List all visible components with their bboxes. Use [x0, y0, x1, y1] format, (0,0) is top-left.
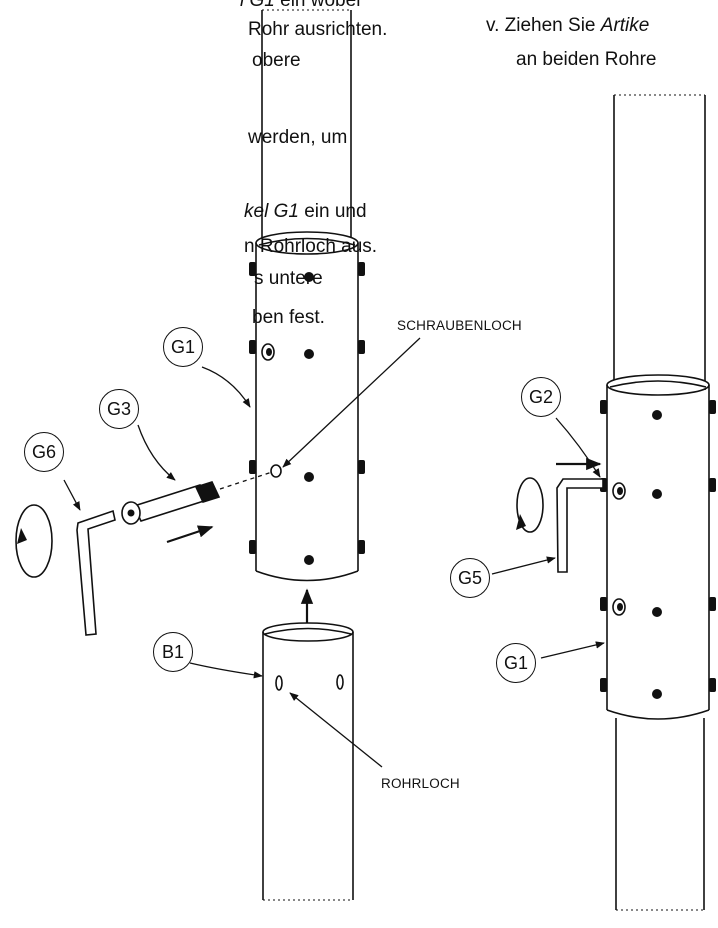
rotation-arrow-g6	[15, 504, 53, 578]
sleeve-tabs-right	[600, 400, 716, 692]
hex-key-g6	[76, 509, 116, 636]
part-label-g3: G3	[99, 389, 139, 429]
instruction-line: werden, um	[248, 127, 348, 148]
instruction-line: l G1 ein wobei	[240, 0, 361, 11]
part-label-b1: B1	[153, 632, 193, 672]
bolt-guide-line	[219, 471, 273, 490]
upper-pipe-left	[261, 9, 352, 248]
sleeve-holes-right	[612, 410, 662, 699]
rotation-arrow-g5	[516, 477, 544, 533]
part-label-g5: G5	[450, 558, 490, 598]
part-label-g1-right: G1	[496, 643, 536, 683]
instruction-line: kel G1 ein und	[244, 201, 367, 222]
instruction-line: Rohr ausrichten.	[248, 19, 388, 40]
instruction-line: ben fest.	[252, 307, 325, 328]
leader-lines-right	[491, 417, 605, 659]
coupling-sleeve-g1-left	[255, 231, 359, 582]
screw-hole-caption: SCHRAUBENLOCH	[397, 318, 522, 333]
upper-pipe-right	[613, 94, 706, 390]
part-label-g6: G6	[24, 432, 64, 472]
lower-pipe-b1	[262, 622, 354, 901]
bolt-g3	[121, 481, 221, 525]
leader-lines-left	[63, 337, 421, 768]
sleeve-tabs-left	[249, 262, 365, 554]
coupling-sleeve-g1-right	[606, 374, 710, 720]
sleeve-holes-left	[261, 272, 314, 565]
part-label-g2: G2	[521, 377, 561, 417]
instruction-line: n Rohrloch aus.	[244, 236, 378, 257]
instruction-line: an beiden Rohre	[516, 49, 657, 70]
part-label-g1-left: G1	[163, 327, 203, 367]
instruction-line: v. Ziehen Sie Artike	[486, 15, 650, 36]
pipe-hole-caption: ROHRLOCH	[381, 776, 460, 791]
instruction-line: obere	[252, 50, 301, 71]
bolt-direction-arrow	[166, 525, 214, 544]
hex-key-g5	[556, 478, 604, 573]
lower-pipe-right	[615, 718, 705, 911]
instruction-line: s untere	[254, 268, 323, 289]
